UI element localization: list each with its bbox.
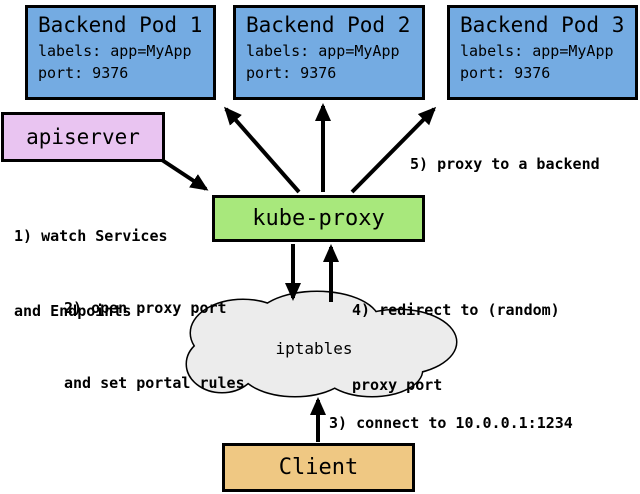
annotation-step5: 5) proxy to a backend	[410, 155, 600, 173]
pod-labels: labels: app=MyApp	[246, 42, 400, 60]
arrow-kubeproxy-to-pod1	[224, 106, 301, 194]
annotation-step4-line2: proxy port	[352, 376, 443, 394]
annotation-step4-line1: 4) redirect to (random)	[352, 301, 560, 319]
pod-title: Backend Pod 2	[246, 13, 411, 37]
pod-title: Backend Pod 1	[38, 13, 203, 37]
annotation-step2: 2) open proxy port and set portal rules	[64, 246, 245, 446]
arrow-apiserver-to-kubeproxy	[160, 158, 209, 191]
annotation-step1: 1) watch Services and Endpoints	[14, 174, 168, 374]
apiserver-box: apiserver	[1, 112, 165, 162]
backend-pod-1-box: Backend Pod 1 labels: app=MyApp port: 93…	[25, 5, 216, 100]
backend-pod-3-box: Backend Pod 3 labels: app=MyApp port: 93…	[447, 5, 638, 100]
backend-pod-2-box: Backend Pod 2 labels: app=MyApp port: 93…	[233, 5, 425, 100]
pod-labels: labels: app=MyApp	[460, 42, 614, 60]
client-box: Client	[222, 443, 415, 492]
annotation-step1-line1: 1) watch Services	[14, 227, 168, 245]
annotation-step3: 3) connect to 10.0.0.1:1234	[329, 414, 573, 432]
pod-port: port: 9376	[38, 64, 129, 82]
pod-port: port: 9376	[246, 64, 337, 82]
arrow-kubeproxy-to-pod3	[350, 106, 437, 194]
annotation-step2-line1: 2) open proxy port	[64, 299, 227, 317]
apiserver-label: apiserver	[26, 125, 140, 149]
iptables-label: iptables	[275, 339, 353, 358]
kube-proxy-box: kube-proxy	[212, 195, 425, 242]
annotation-step1-line2: and Endpoints	[14, 302, 132, 320]
client-label: Client	[278, 455, 359, 480]
annotation-step4: 4) redirect to (random) proxy port	[352, 248, 560, 448]
pod-labels: labels: app=MyApp	[38, 42, 192, 60]
pod-title: Backend Pod 3	[460, 13, 625, 37]
pod-port: port: 9376	[460, 64, 551, 82]
annotation-step2-line2: and set portal rules	[64, 374, 245, 392]
kube-proxy-label: kube-proxy	[252, 206, 385, 231]
